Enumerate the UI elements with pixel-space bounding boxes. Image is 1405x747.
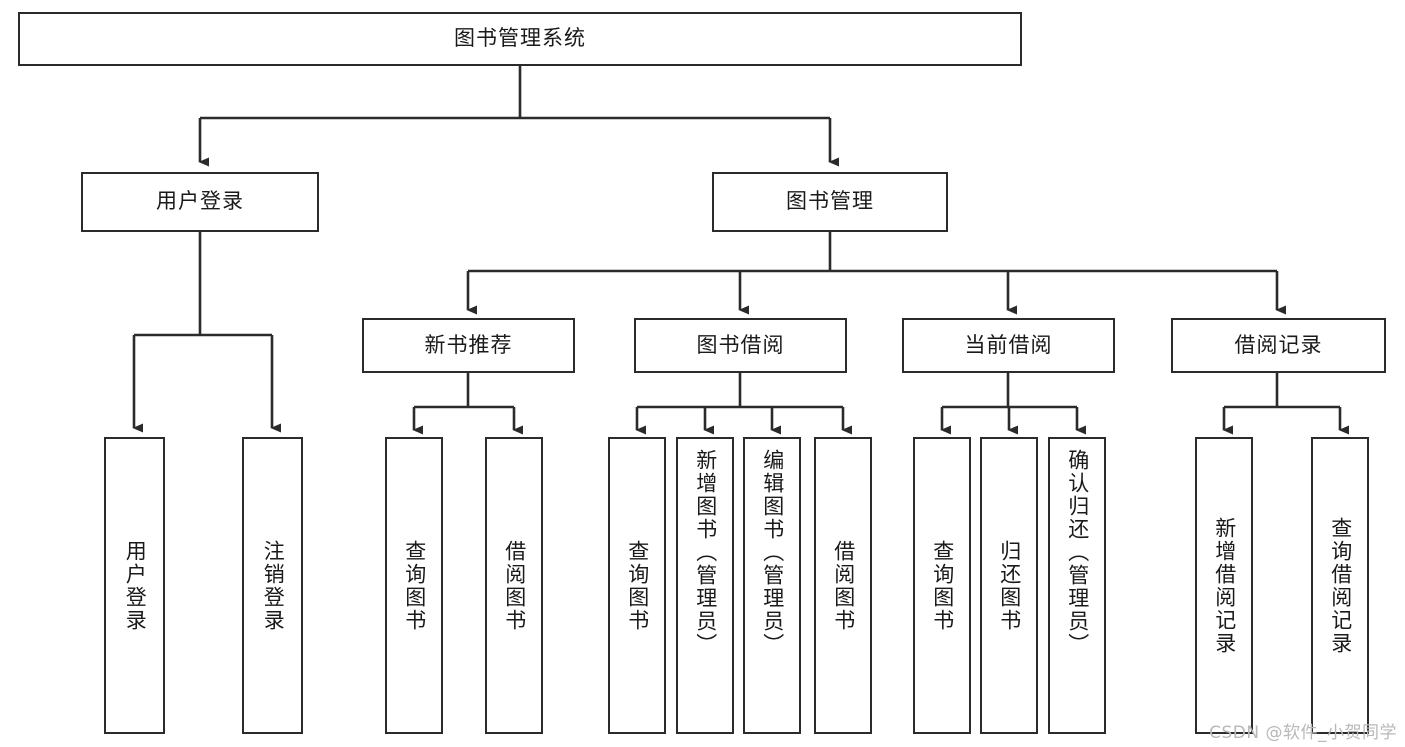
- node-leaf-edit-book-label: 编辑图书（管理员）: [760, 449, 785, 656]
- node-leaf-query-record[interactable]: 查询借阅记录: [1311, 437, 1369, 734]
- node-leaf-confirm-return-label: 确认归还（管理员）: [1065, 449, 1090, 656]
- node-leaf-query-book-1[interactable]: 查询图书: [385, 437, 443, 734]
- node-leaf-logout-login-label: 注销登录: [261, 539, 286, 632]
- node-leaf-query-book-2[interactable]: 查询图书: [608, 437, 666, 734]
- node-new-book-recommend[interactable]: 新书推荐: [362, 318, 575, 373]
- node-new-book-recommend-label: 新书推荐: [424, 332, 513, 357]
- node-leaf-query-record-label: 查询借阅记录: [1328, 516, 1353, 655]
- node-leaf-return-book[interactable]: 归还图书: [980, 437, 1038, 734]
- node-leaf-add-book[interactable]: 新增图书（管理员）: [676, 437, 734, 734]
- node-leaf-borrow-book-1-label: 借阅图书: [502, 539, 527, 632]
- node-leaf-query-book-2-label: 查询图书: [625, 539, 650, 632]
- node-current-borrow-label: 当前借阅: [964, 332, 1053, 357]
- node-book-manage[interactable]: 图书管理: [712, 172, 948, 232]
- node-leaf-add-book-label: 新增图书（管理员）: [693, 449, 718, 656]
- node-leaf-borrow-book-1[interactable]: 借阅图书: [485, 437, 543, 734]
- node-user-login-label: 用户登录: [156, 189, 244, 214]
- node-leaf-confirm-return[interactable]: 确认归还（管理员）: [1048, 437, 1106, 734]
- node-root[interactable]: 图书管理系统: [18, 12, 1022, 66]
- node-leaf-add-record[interactable]: 新增借阅记录: [1195, 437, 1253, 734]
- node-leaf-query-book-3[interactable]: 查询图书: [913, 437, 971, 734]
- node-borrow-record[interactable]: 借阅记录: [1171, 318, 1386, 373]
- node-book-manage-label: 图书管理: [786, 189, 874, 214]
- node-root-label: 图书管理系统: [454, 26, 586, 51]
- node-leaf-borrow-book-2-label: 借阅图书: [831, 539, 856, 632]
- node-book-borrow[interactable]: 图书借阅: [634, 318, 847, 373]
- node-leaf-query-book-3-label: 查询图书: [930, 539, 955, 632]
- node-book-borrow-label: 图书借阅: [696, 332, 785, 357]
- csdn-watermark: CSDN @软件_小贺同学: [1209, 723, 1397, 743]
- node-leaf-query-book-1-label: 查询图书: [402, 539, 427, 632]
- node-leaf-return-book-label: 归还图书: [997, 539, 1022, 632]
- node-user-login[interactable]: 用户登录: [81, 172, 319, 232]
- node-borrow-record-label: 借阅记录: [1234, 332, 1323, 357]
- node-leaf-user-login[interactable]: 用户登录: [104, 437, 165, 734]
- node-current-borrow[interactable]: 当前借阅: [902, 318, 1115, 373]
- node-leaf-logout-login[interactable]: 注销登录: [242, 437, 303, 734]
- node-leaf-edit-book[interactable]: 编辑图书（管理员）: [743, 437, 801, 734]
- node-leaf-add-record-label: 新增借阅记录: [1212, 516, 1237, 655]
- node-leaf-borrow-book-2[interactable]: 借阅图书: [814, 437, 872, 734]
- node-leaf-user-login-label: 用户登录: [123, 539, 148, 632]
